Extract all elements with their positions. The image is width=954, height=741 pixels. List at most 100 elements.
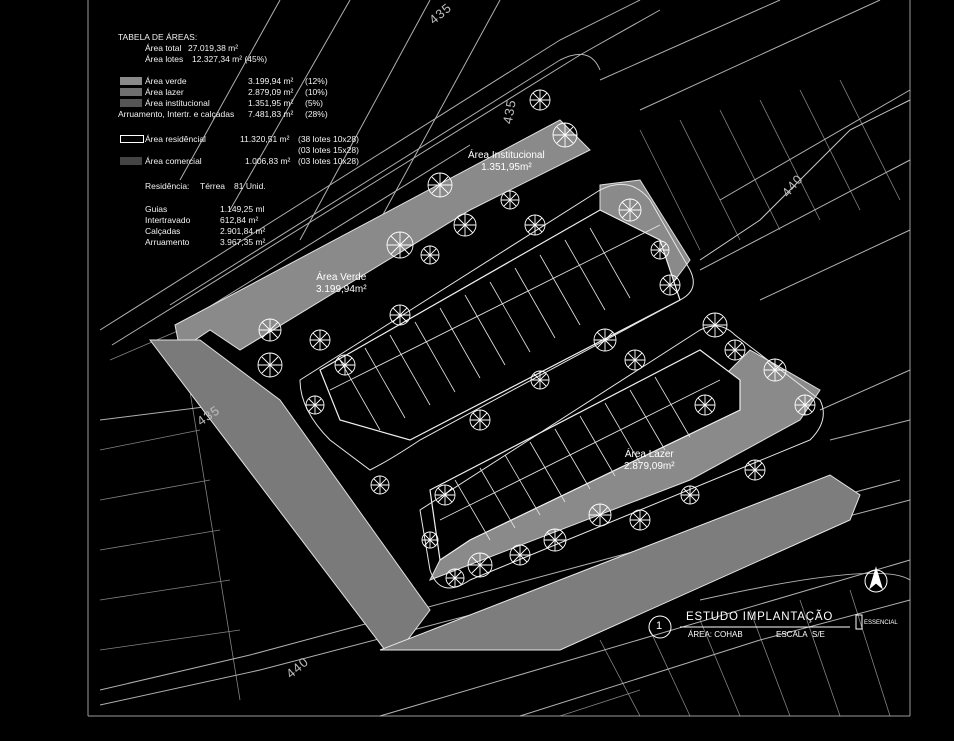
tree-symbol (370, 475, 390, 495)
tree-symbol (386, 231, 414, 259)
tree-symbol (529, 89, 551, 111)
legend-value: 1.351,95 m² (248, 98, 294, 108)
tree-symbol (624, 349, 646, 371)
tree-symbol (467, 552, 493, 578)
residential-block-south (429, 349, 741, 562)
tree-symbol (469, 409, 491, 431)
area-institucional-name: Área Institucional (468, 150, 545, 161)
area-institucional-label: Área Institucional 1.351,95m² (468, 150, 545, 174)
area-lazer-label: Área Lazer 2.879,09m² (624, 449, 675, 473)
tree-symbol (334, 354, 356, 376)
area-verde-value: 3.199,94m² (316, 284, 367, 295)
legend-value: 2.879,09 m² (248, 87, 294, 97)
totals-value: 3.967,35 m² (220, 237, 266, 247)
north-arrow-icon (864, 566, 888, 593)
legend-swatch-verde (120, 77, 142, 85)
tree-symbol (694, 394, 716, 416)
residencia-label: Residência: (145, 181, 190, 191)
area-lazer-name: Área Lazer (624, 449, 674, 460)
area-verde-name: Área Verde (316, 272, 367, 283)
tree-symbol (434, 484, 456, 506)
legend-label: Área institucional (145, 98, 210, 108)
trees (257, 89, 816, 588)
legend-value: 3.199,94 m² (248, 76, 294, 86)
lotes-label: Área lotes (145, 54, 184, 64)
totals-value: 1.149,25 ml (220, 204, 265, 214)
totals-label: Arruamento (145, 237, 190, 247)
area-lazer-value: 2.879,09m² (624, 461, 675, 472)
total-label: Área total (145, 43, 182, 53)
totals-label: Guias (145, 204, 168, 214)
legend-swatch-residencial (120, 135, 144, 143)
legend-swatch-lazer (120, 88, 142, 96)
legend-percent: (28%) (305, 109, 328, 119)
tree-symbol (744, 459, 766, 481)
tree-symbol (305, 395, 325, 415)
tree-symbol (427, 172, 453, 198)
tree-symbol (257, 352, 283, 378)
tree-symbol (763, 358, 787, 382)
tree-symbol (309, 329, 331, 351)
legend-value: 7.481,83 m² (248, 109, 294, 119)
tree-symbol (453, 213, 477, 237)
stamp-area: ÁREA: COHAB (688, 630, 743, 639)
internal-road (299, 183, 824, 589)
lot-division-lines (329, 224, 721, 541)
stamp-number: 1 (656, 620, 663, 632)
legend-swatch-institucional (120, 99, 142, 107)
adjacent-lot-lines (99, 79, 901, 717)
residencia-units: 81 Unid. (234, 181, 266, 191)
totals-value: 2.901,84 m² (220, 226, 266, 236)
tree-symbol (680, 485, 700, 505)
residencial-note: (38 lotes 10x28) (298, 134, 359, 144)
tree-symbol (650, 240, 670, 260)
comercial-label: Área comercial (145, 156, 202, 166)
totals-label: Intertravado (145, 215, 191, 225)
residencial-label: Área residêncial (145, 134, 206, 144)
title-stamp-graphics (648, 614, 863, 639)
residencia-type: Térrea (200, 181, 226, 191)
legend-label: Arruamento, Intertr. e calçadas (118, 109, 235, 119)
legend-label: Área lazer (145, 87, 184, 97)
tree-symbol (530, 370, 550, 390)
tree-symbol (629, 509, 651, 531)
tree-symbol (500, 190, 520, 210)
legend-percent: (12%) (305, 76, 328, 86)
tree-symbol (445, 568, 465, 588)
tree-symbol (389, 304, 411, 326)
total-value: 27.019,38 m² (188, 43, 239, 53)
tree-symbol (421, 531, 439, 549)
tree-symbol (593, 328, 617, 352)
tree-symbol (258, 318, 282, 342)
drawing-frame (87, 0, 911, 717)
tree-symbol (509, 544, 531, 566)
tree-symbol (724, 339, 746, 361)
legend-percent: (10%) (305, 87, 328, 97)
area-table-title: TABELA DE ÁREAS: (118, 32, 198, 42)
lotes-value: 12.327,34 m² (45%) (192, 54, 268, 64)
tree-symbol (618, 198, 642, 222)
legend-swatch-comercial (120, 157, 142, 165)
tree-symbol (543, 528, 567, 552)
legend-percent: (5%) (305, 98, 323, 108)
comercial-note: (03 lotes 10x28) (298, 156, 359, 166)
comercial-value: 1.006,83 m² (245, 156, 291, 166)
residencial-note: (03 lotes 15x28) (298, 145, 359, 155)
tree-symbol (659, 274, 681, 296)
area-institucional-value: 1.351,95m² (481, 162, 532, 173)
residencial-value: 11.320,51 m² (240, 134, 290, 144)
tree-symbol (794, 394, 816, 416)
area-verde-label: Área Verde 3.199,94m² (316, 272, 367, 296)
stamp-scale-label: ESCALA (776, 630, 808, 639)
tree-symbol (588, 503, 612, 527)
totals-label: Calçadas (145, 226, 181, 236)
contour-line-440 (699, 99, 911, 261)
tree-symbol (524, 214, 546, 236)
tree-symbol (552, 122, 578, 148)
tree-symbol (702, 312, 728, 338)
legend-label: Área verde (145, 76, 187, 86)
stamp-title: ESTUDO IMPLANTAÇÃO (686, 611, 834, 623)
area-comercial-polygon (379, 474, 861, 651)
totals-value: 612,84 m² (220, 215, 259, 225)
